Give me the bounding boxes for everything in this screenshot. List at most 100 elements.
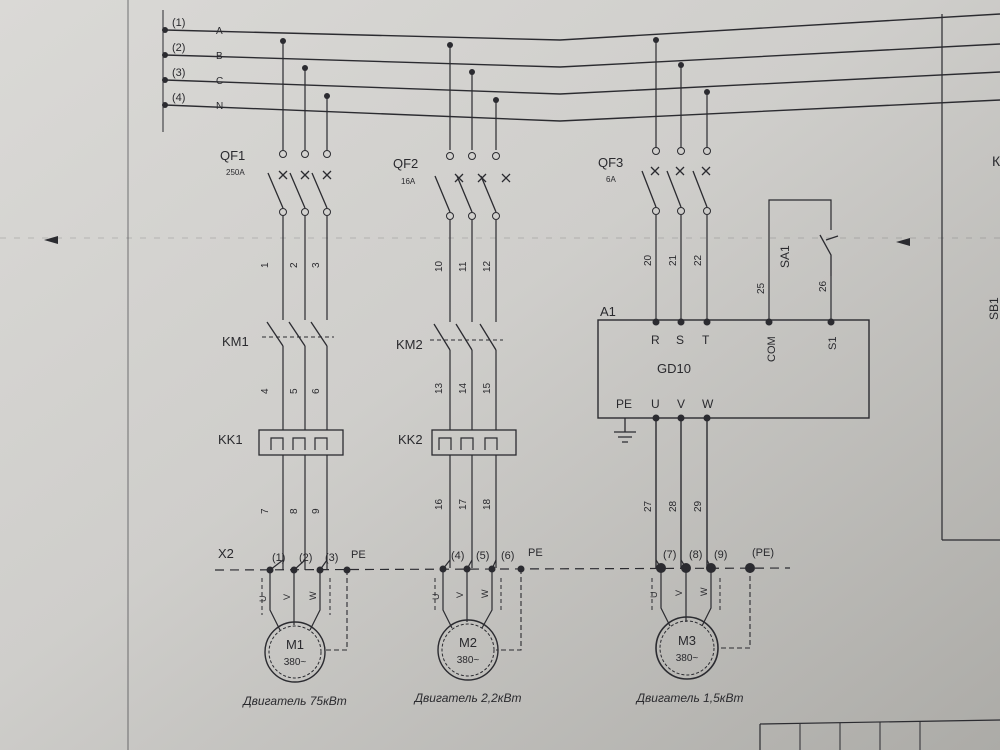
thermal-relay-kk2-symbol bbox=[431, 429, 517, 456]
terminal-num: (7) bbox=[663, 549, 676, 561]
lead-label: V bbox=[674, 590, 684, 596]
drive-com-label: COM bbox=[766, 336, 778, 362]
circuit-breaker-qf3-symbol bbox=[641, 147, 711, 215]
qf1-rating: 250A bbox=[226, 168, 245, 177]
drive-ref-label: A1 bbox=[600, 304, 616, 319]
qf2-label: QF2 bbox=[393, 156, 418, 171]
terminal-num: (4) bbox=[451, 550, 464, 562]
branch-2 bbox=[430, 45, 517, 568]
contactor-km1-symbol bbox=[262, 321, 334, 347]
bus-num-1: (1) bbox=[172, 17, 185, 29]
margin-letter: К bbox=[992, 153, 1000, 169]
kk2-label: KK2 bbox=[398, 432, 423, 447]
bus-entry-dot bbox=[162, 52, 168, 58]
wire-number: 13 bbox=[434, 382, 445, 394]
terminal-dot-r bbox=[652, 318, 660, 326]
motor-m2-symbol bbox=[437, 619, 499, 681]
drive-pe-label: PE bbox=[616, 397, 632, 411]
bus-entry-dot bbox=[162, 77, 168, 83]
wire-number: 5 bbox=[289, 388, 300, 394]
terminal-num: (2) bbox=[299, 552, 312, 564]
motor-m3-voltage: 380~ bbox=[676, 653, 699, 664]
terminal-num: (6) bbox=[501, 550, 514, 562]
margin-sb-text: SB1 bbox=[987, 297, 1000, 320]
branch-3 bbox=[597, 40, 870, 568]
bus-num-4: (4) bbox=[172, 92, 185, 104]
wire-number: 4 bbox=[260, 388, 271, 394]
wire-number: 21 bbox=[668, 254, 679, 266]
terminal-pe: PE bbox=[351, 549, 366, 561]
terminal-num: (5) bbox=[476, 550, 489, 562]
circuit-breaker-qf2-symbol bbox=[434, 152, 511, 220]
wire-number: 6 bbox=[311, 388, 322, 394]
terminal-num: (1) bbox=[272, 552, 285, 564]
switch-sa1-symbol bbox=[768, 199, 839, 320]
bus-phase-c-label: C bbox=[216, 76, 223, 87]
wire-number: 2 bbox=[289, 262, 300, 268]
wire-number: 9 bbox=[311, 508, 322, 514]
wire-number: 14 bbox=[458, 382, 469, 394]
terminal-pe: (PE) bbox=[752, 547, 774, 559]
wire-number: 20 bbox=[643, 254, 654, 266]
wire-number: 12 bbox=[482, 260, 493, 272]
bus-line-n bbox=[164, 99, 1000, 122]
terminal-strip-x2-line bbox=[214, 567, 791, 571]
drive-a1-box bbox=[597, 319, 870, 419]
motor-m3-label: M3 bbox=[678, 633, 696, 648]
terminal-num: (8) bbox=[689, 549, 702, 561]
motor-m1-voltage: 380~ bbox=[284, 657, 307, 668]
drive-input-r: R bbox=[651, 333, 660, 347]
motor-cable-1 bbox=[261, 570, 348, 651]
terminal-num: (9) bbox=[714, 549, 727, 561]
bus-num-2: (2) bbox=[172, 42, 185, 54]
lead-label: W bbox=[480, 589, 490, 598]
drive-input-s: S bbox=[676, 333, 684, 347]
drive-output-w: W bbox=[702, 397, 714, 411]
km1-label: KM1 bbox=[222, 334, 249, 349]
wire-number: 16 bbox=[434, 498, 445, 510]
motor-cable-3 bbox=[651, 568, 751, 649]
bus-line-b bbox=[164, 43, 1000, 68]
motor-m3-symbol bbox=[655, 616, 719, 680]
lead-label: U bbox=[258, 596, 268, 603]
wire-number: 17 bbox=[458, 498, 469, 510]
lead-label: W bbox=[308, 591, 318, 600]
ground-symbol bbox=[614, 418, 636, 443]
wire-number: 29 bbox=[693, 500, 704, 512]
terminal-dot-com bbox=[765, 318, 773, 326]
wire-number: 7 bbox=[260, 508, 271, 514]
wire-number: 26 bbox=[818, 280, 829, 292]
bus-line-c bbox=[164, 71, 1000, 95]
qf1-label: QF1 bbox=[220, 148, 245, 163]
terminal-jog bbox=[269, 559, 328, 571]
drive-output-v: V bbox=[677, 397, 685, 411]
drive-input-t: T bbox=[702, 333, 710, 347]
motor-m1-symbol bbox=[264, 621, 326, 683]
kk1-label: KK1 bbox=[218, 432, 243, 447]
lead-label: U bbox=[649, 592, 659, 599]
qf3-label: QF3 bbox=[598, 155, 623, 170]
qf2-rating: 16A bbox=[401, 177, 416, 186]
sa1-label: SA1 bbox=[778, 245, 792, 268]
x2-label: X2 bbox=[218, 546, 234, 561]
contactor-km2-symbol bbox=[430, 323, 503, 351]
bus-entry-dot bbox=[162, 102, 168, 108]
terminal-jog bbox=[442, 559, 497, 570]
terminal-dot-s1 bbox=[827, 318, 835, 326]
wire-number: 3 bbox=[311, 262, 322, 268]
wire-number: 18 bbox=[482, 498, 493, 510]
motor-m1-caption: Двигатель 75кВт bbox=[241, 694, 347, 708]
branch-1 bbox=[258, 41, 344, 570]
circuit-breaker-qf1-symbol bbox=[267, 150, 332, 216]
bus-phase-n-label: N bbox=[216, 101, 223, 112]
lead-label: W bbox=[699, 587, 709, 596]
thermal-relay-kk1-symbol bbox=[258, 429, 344, 456]
motor-m2-voltage: 380~ bbox=[457, 655, 480, 666]
km2-label: KM2 bbox=[396, 337, 423, 352]
motor-m2-caption: Двигатель 2,2кВт bbox=[413, 691, 522, 705]
bus-phase-b-label: B bbox=[216, 51, 223, 62]
fold-mark-left bbox=[44, 236, 58, 244]
bus-phase-a-label: A bbox=[216, 26, 223, 37]
terminal-dot-s bbox=[677, 318, 685, 326]
